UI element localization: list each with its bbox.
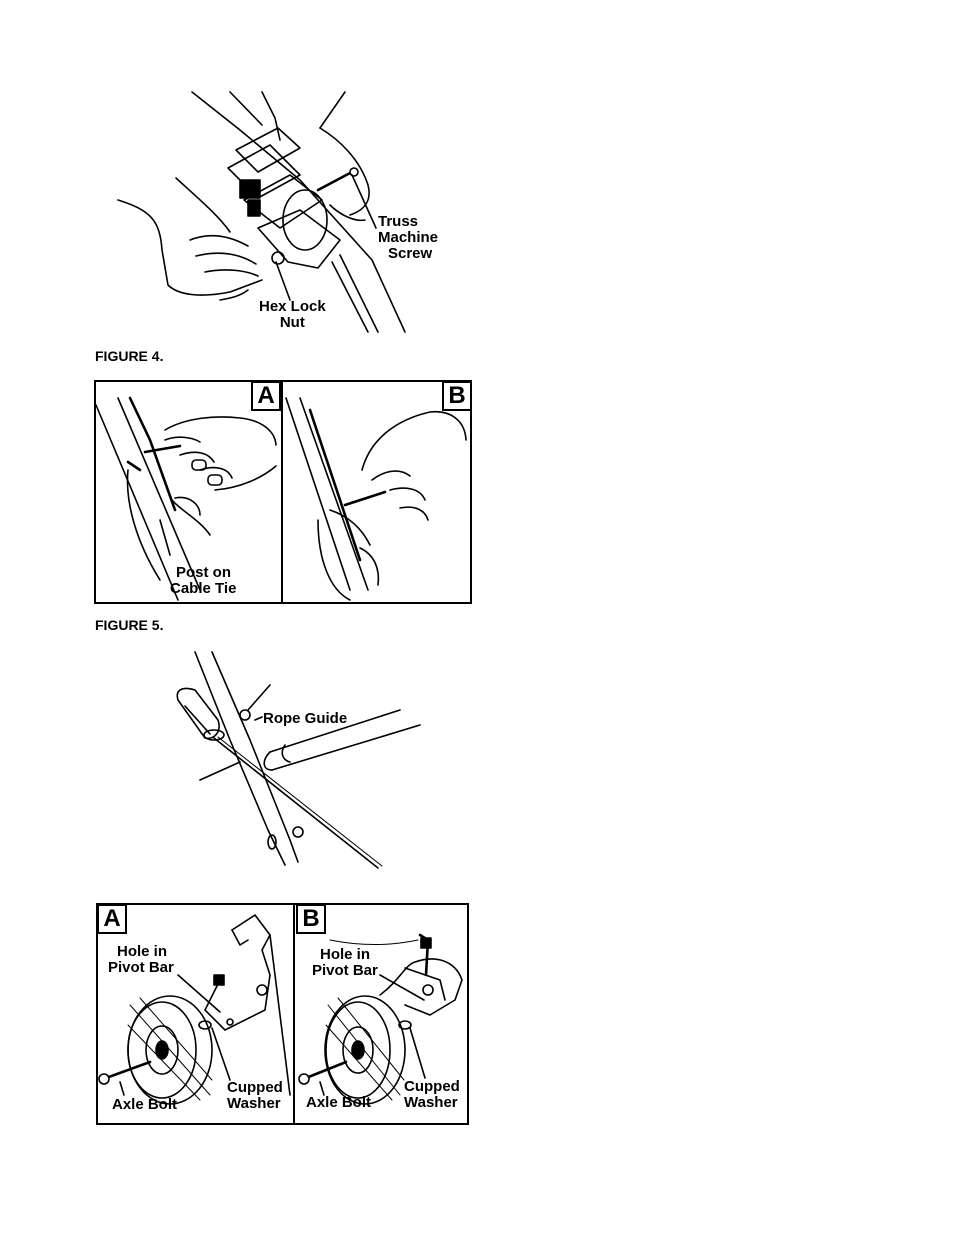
label-b-cupped-line2: Washer bbox=[404, 1095, 460, 1111]
label-b-cupped-line1: Cupped bbox=[404, 1079, 460, 1095]
label-b-cupped-washer: Cupped Washer bbox=[404, 1079, 460, 1111]
label-b-hole-line2: Pivot Bar bbox=[312, 963, 378, 979]
label-b-hole-in-pivot-bar: Hole in Pivot Bar bbox=[312, 947, 378, 979]
label-b-hole-line1: Hole in bbox=[312, 947, 378, 963]
label-b-axle-bolt: Axle Bolt bbox=[306, 1095, 371, 1111]
